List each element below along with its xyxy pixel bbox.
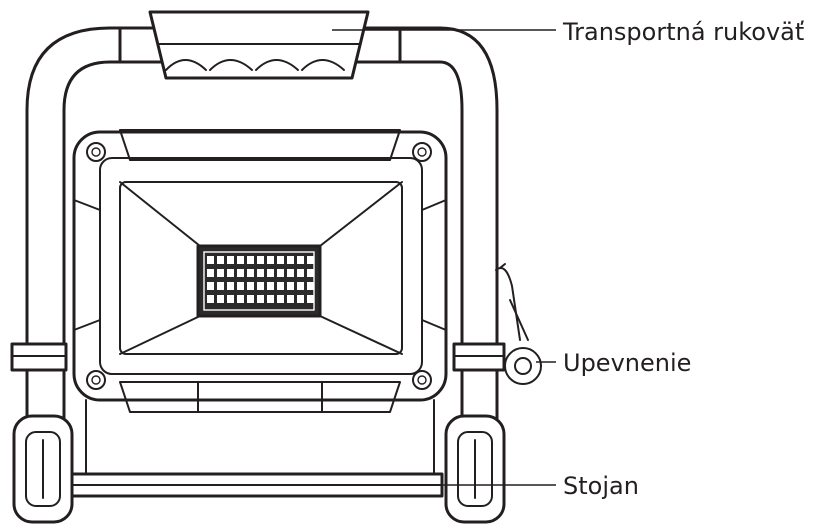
- wheel-right: [444, 414, 506, 524]
- led-chip: [227, 269, 234, 277]
- carry-handle: [118, 10, 402, 80]
- led-chip: [297, 256, 304, 264]
- led-chip: [257, 282, 264, 290]
- led-chip: [237, 282, 244, 290]
- led-chip: [307, 295, 314, 303]
- led-chip: [267, 282, 274, 290]
- led-chip: [307, 269, 314, 277]
- led-chip: [247, 269, 254, 277]
- led-chip: [237, 295, 244, 303]
- led-chip: [227, 256, 234, 264]
- led-chip: [277, 256, 284, 264]
- led-chip: [207, 269, 214, 277]
- led-chip: [227, 295, 234, 303]
- led-chip: [287, 295, 294, 303]
- led-chip: [267, 269, 274, 277]
- led-chip: [297, 282, 304, 290]
- led-chip: [287, 282, 294, 290]
- led-chip: [237, 256, 244, 264]
- tube-frame: [25, 26, 499, 422]
- led-chip: [207, 256, 214, 264]
- led-chip: [297, 269, 304, 277]
- led-chip: [277, 269, 284, 277]
- led-chip: [207, 282, 214, 290]
- mount-knob: [495, 263, 542, 385]
- led-chip: [247, 295, 254, 303]
- stand-base: [70, 399, 444, 498]
- led-chip: [297, 295, 304, 303]
- led-chip: [217, 269, 224, 277]
- reflector: [119, 181, 403, 355]
- led-chip: [257, 295, 264, 303]
- led-chip: [247, 256, 254, 264]
- led-chip: [267, 256, 274, 264]
- wheel-left: [12, 414, 74, 524]
- side-clamps: [10, 342, 506, 372]
- led-chip: [307, 282, 314, 290]
- housing-screws: [86, 142, 432, 390]
- led-chip: [257, 256, 264, 264]
- label-handle: Transportná rukoväť: [562, 18, 804, 46]
- led-chip: [287, 256, 294, 264]
- led-chip: [277, 295, 284, 303]
- label-stand: Stojan: [563, 472, 639, 500]
- label-mount: Upevnenie: [563, 349, 691, 377]
- led-panel: [196, 244, 322, 318]
- led-chip: [217, 295, 224, 303]
- led-chip: [247, 282, 254, 290]
- led-chip: [217, 282, 224, 290]
- led-chip: [217, 256, 224, 264]
- led-chip: [287, 269, 294, 277]
- led-chip: [227, 282, 234, 290]
- led-chip: [237, 269, 244, 277]
- led-chip: [207, 295, 214, 303]
- led-chip: [267, 295, 274, 303]
- led-chip: [277, 282, 284, 290]
- led-grid: [207, 256, 314, 303]
- led-chip: [257, 269, 264, 277]
- led-chip: [307, 256, 314, 264]
